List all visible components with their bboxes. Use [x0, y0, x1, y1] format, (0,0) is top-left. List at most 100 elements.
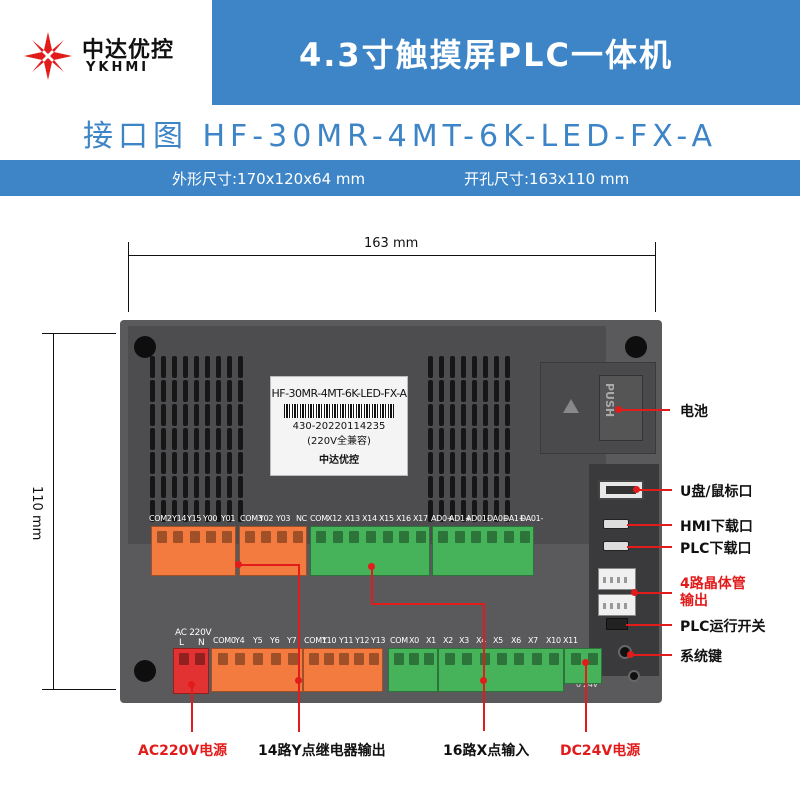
- terminal-screw-icon[interactable]: [179, 653, 189, 665]
- transistor-connector-1[interactable]: [598, 568, 636, 590]
- terminal-screw-icon[interactable]: [399, 531, 410, 543]
- vent-slot: [505, 380, 510, 402]
- usb-port[interactable]: [598, 480, 644, 500]
- terminal-screw-icon[interactable]: [277, 531, 287, 543]
- battery-cover[interactable]: PUSH: [540, 362, 656, 454]
- vent-slot: [483, 428, 488, 450]
- terminal-screw-icon[interactable]: [587, 653, 598, 665]
- terminal-screw-icon[interactable]: [382, 531, 393, 543]
- vent-slot: [150, 452, 155, 474]
- io-top-label: DA1+: [503, 514, 526, 523]
- terminal-screw-icon[interactable]: [157, 531, 168, 543]
- terminal-screw-icon[interactable]: [195, 653, 205, 665]
- battery-dot: [615, 406, 622, 413]
- terminal-screw-icon[interactable]: [205, 531, 216, 543]
- terminal-screw-icon[interactable]: [173, 531, 184, 543]
- callout-x-in: 16路X点输入: [443, 743, 530, 759]
- terminal-screw-icon[interactable]: [454, 531, 465, 543]
- terminal-screw-icon[interactable]: [497, 653, 507, 665]
- plc-download-port[interactable]: [603, 541, 629, 551]
- terminal-screw-icon[interactable]: [235, 653, 246, 665]
- terminal-screw-icon[interactable]: [531, 653, 542, 665]
- ac-leader: [191, 684, 193, 732]
- io-bottom-label: X1: [426, 636, 436, 645]
- terminal-screw-icon[interactable]: [409, 653, 419, 665]
- vent-slot: [194, 428, 199, 450]
- vent-slot: [483, 452, 488, 474]
- vent-slot: [172, 476, 177, 498]
- terminal-screw-icon[interactable]: [514, 653, 525, 665]
- io-top-label: Y01: [221, 514, 236, 523]
- vent-slot: [172, 428, 177, 450]
- terminal-screw-icon[interactable]: [339, 653, 349, 665]
- terminal-block-bottom-green-2[interactable]: [438, 648, 564, 692]
- io-bottom-label: X0: [409, 636, 419, 645]
- terminal-screw-icon[interactable]: [487, 531, 498, 543]
- transistor-connector-2[interactable]: [598, 594, 636, 616]
- hmi-download-port[interactable]: [603, 519, 629, 529]
- terminal-screw-icon[interactable]: [438, 531, 449, 543]
- callout-system-key: 系统键: [680, 649, 722, 665]
- terminal-screw-icon[interactable]: [221, 531, 232, 543]
- vent-slot: [238, 380, 243, 402]
- plc-run-switch[interactable]: [606, 618, 628, 630]
- terminal-screw-icon[interactable]: [354, 653, 365, 665]
- callout-plc-download: PLC下载口: [680, 541, 752, 557]
- terminal-screw-icon[interactable]: [366, 531, 376, 543]
- terminal-block-bottom-orange-1[interactable]: [211, 648, 303, 692]
- terminal-screw-icon[interactable]: [570, 653, 581, 665]
- vent-slot: [472, 452, 477, 474]
- width-dim-line: [128, 255, 656, 256]
- plc-download-leader: [627, 546, 672, 548]
- terminal-screw-icon[interactable]: [261, 531, 271, 543]
- terminal-screw-icon[interactable]: [288, 653, 299, 665]
- mount-hole-top-left: [134, 336, 156, 358]
- terminal-screw-icon[interactable]: [415, 531, 426, 543]
- terminal-screw-icon[interactable]: [462, 653, 473, 665]
- vent-slot: [161, 476, 166, 498]
- terminal-screw-icon[interactable]: [308, 653, 319, 665]
- vent-slot: [183, 356, 188, 378]
- terminal-screw-icon[interactable]: [293, 531, 303, 543]
- io-top-label: Y14: [172, 514, 187, 523]
- vent-slot: [461, 500, 466, 522]
- io-bottom-label: Y13: [371, 636, 386, 645]
- terminal-screw-icon[interactable]: [349, 531, 360, 543]
- terminal-screw-icon[interactable]: [424, 653, 435, 665]
- terminal-block-bottom-green-1[interactable]: [388, 648, 438, 692]
- vent-slot: [472, 380, 477, 402]
- io-top-label: X12: [327, 514, 342, 523]
- vent-slot: [472, 476, 477, 498]
- vent-slot: [439, 500, 444, 522]
- terminal-screw-icon[interactable]: [189, 531, 200, 543]
- terminal-screw-icon[interactable]: [519, 531, 530, 543]
- terminal-block-dc[interactable]: [564, 648, 602, 684]
- terminal-screw-icon[interactable]: [444, 653, 455, 665]
- device-label: HF-30MR-4MT-6K-LED-FX-A 430-20220114235 …: [270, 376, 408, 476]
- terminal-screw-icon[interactable]: [393, 653, 404, 665]
- vent-slot: [172, 500, 177, 522]
- terminal-block-bottom-orange-2[interactable]: [303, 648, 383, 692]
- terminal-screw-icon[interactable]: [470, 531, 481, 543]
- vent-slot: [227, 428, 232, 450]
- terminal-screw-icon[interactable]: [270, 653, 281, 665]
- terminal-screw-icon[interactable]: [369, 653, 380, 665]
- vent-slot: [161, 356, 166, 378]
- io-top-label: Y15: [187, 514, 202, 523]
- terminal-screw-icon[interactable]: [245, 531, 255, 543]
- vent-slot: [428, 428, 433, 450]
- terminal-screw-icon[interactable]: [316, 531, 327, 543]
- terminal-block-top-orange-1[interactable]: [151, 526, 236, 576]
- terminal-screw-icon[interactable]: [503, 531, 514, 543]
- terminal-screw-icon[interactable]: [323, 653, 334, 665]
- terminal-screw-icon[interactable]: [253, 653, 263, 665]
- terminal-screw-icon[interactable]: [332, 531, 343, 543]
- vent-slot: [439, 356, 444, 378]
- vent-slot: [150, 476, 155, 498]
- io-top-label: NC: [296, 514, 307, 523]
- terminal-screw-icon[interactable]: [217, 653, 228, 665]
- page-title: 4.3寸触摸屏PLC一体机: [298, 35, 674, 74]
- terminal-screw-icon[interactable]: [549, 653, 560, 665]
- terminal-block-top-orange-2[interactable]: [239, 526, 307, 576]
- terminal-block-top-green-2[interactable]: [432, 526, 534, 576]
